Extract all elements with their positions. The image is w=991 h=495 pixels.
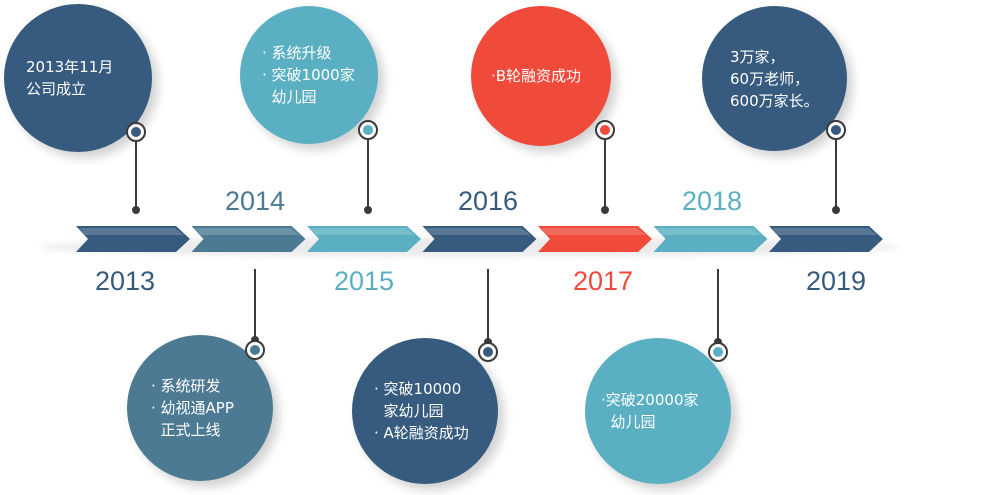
timeline-arrow-segment (76, 226, 190, 252)
milestone-circle-2015: · 系统升级 · 突破1000家 幼儿园 (240, 6, 378, 144)
connector-node-2017 (595, 120, 615, 140)
timeline-arrow-segment (307, 226, 421, 252)
milestone-text: 600万家长。 (730, 91, 819, 110)
year-label-2019: 2019 (806, 266, 867, 296)
milestone-circle-2014: · 系统研发 · 幼视通APP 正式上线 (127, 335, 273, 481)
timeline-arrow-segment (422, 226, 537, 252)
milestone-text: 3万家， (730, 47, 785, 66)
milestone-text: 公司成立 (26, 80, 87, 98)
year-label-2015: 2015 (334, 266, 395, 296)
milestone-text: 2013年11月 (26, 58, 114, 76)
timeline-arrow-segment (653, 226, 768, 252)
connector-node-2016 (478, 342, 498, 362)
milestone-circle-2018: ·突破20000家 幼儿园 (585, 338, 731, 484)
milestone-text: · 突破1000家 (262, 66, 355, 84)
timeline-arrow-highlight (310, 228, 415, 235)
milestone-text: · A轮融资成功 (374, 424, 469, 442)
connector-node-2018 (708, 342, 728, 362)
milestone-text: 幼儿园 (262, 88, 317, 106)
milestone-text: · 幼视通APP (151, 399, 234, 417)
connector-end-dot (832, 206, 840, 214)
year-label-2017: 2017 (573, 266, 634, 296)
year-label-2018: 2018 (682, 186, 743, 216)
timeline-arrow-highlight (541, 228, 646, 235)
milestone-circle-2017: ·B轮融资成功 (471, 6, 611, 146)
milestone-text: ·B轮融资成功 (491, 67, 582, 85)
milestone-text: 60万老师， (730, 69, 810, 88)
milestone-text: 幼儿园 (601, 413, 656, 431)
connector-node-2015 (358, 120, 378, 140)
connector-end-dot (601, 206, 609, 214)
milestone-text: · 突破10000 (374, 380, 462, 398)
timeline-arrow-highlight (194, 228, 300, 235)
milestone-text: · 系统升级 (262, 44, 332, 62)
timeline-arrow-segment (191, 226, 306, 252)
connector-node-2019 (826, 120, 846, 140)
year-label-2016: 2016 (458, 186, 519, 216)
connector-end-dot (132, 206, 140, 214)
connector-end-dot (364, 206, 372, 214)
milestone-text: 家幼儿园 (374, 402, 444, 420)
connector-node-2013 (126, 122, 146, 142)
milestone-circle-2019: 3万家， 60万老师， 600万家长。 (702, 6, 847, 151)
connector-node-2014 (245, 340, 265, 360)
milestone-text: · 系统研发 (151, 377, 221, 395)
timeline-arrow-segment (538, 226, 652, 252)
milestone-circle-2016: · 突破10000 家幼儿园 · A轮融资成功 (352, 338, 498, 484)
timeline-arrow-highlight (79, 228, 184, 235)
year-label-2013: 2013 (95, 266, 156, 296)
milestone-text: ·突破20000家 (601, 391, 699, 409)
timeline-arrow-highlight (425, 228, 531, 235)
timeline-arrow-highlight (656, 228, 762, 235)
timeline-arrow-segment (769, 226, 883, 252)
year-label-2014: 2014 (225, 186, 286, 216)
timeline-arrow-highlight (772, 228, 877, 235)
milestone-text: 正式上线 (151, 421, 221, 439)
